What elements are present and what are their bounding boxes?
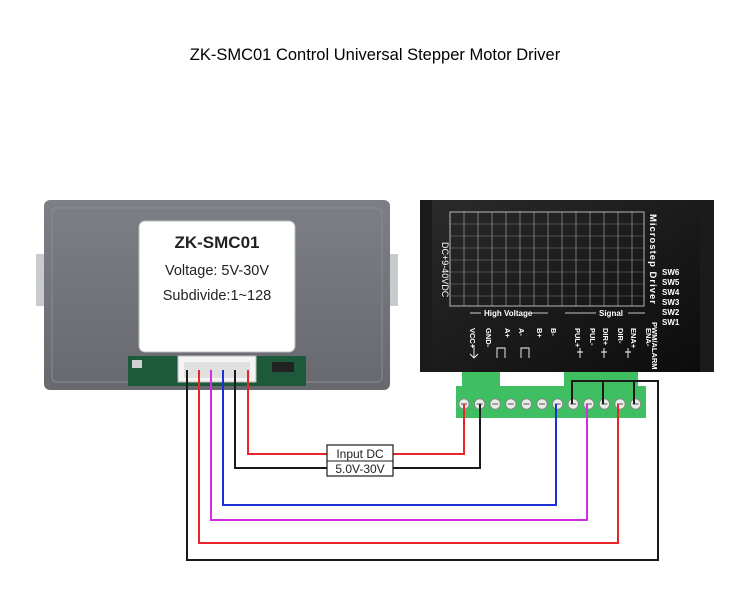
driver-supply-text: DC+9-40VDC xyxy=(440,242,450,298)
wire-pul-to-pul-minus xyxy=(222,370,557,506)
stepper-driver-module: DC+9-40VDC Microstep Driver SW6 SW5 SW4 … xyxy=(420,200,714,372)
terminal-label-b-plus: B+ xyxy=(535,328,544,338)
terminal-label-b-minus: B- xyxy=(549,328,558,336)
pin-label-dc-plus: DC+ xyxy=(269,307,284,334)
controller-module: ZK-SMC01 Voltage: 5V-30V Subdivide:1~128… xyxy=(36,200,398,390)
terminal-symbols xyxy=(469,345,631,359)
terminal-label-ena-plus: ENA+ xyxy=(629,328,638,349)
terminal-block-body xyxy=(456,386,646,418)
pwm-alarm-text: PWM/ALARM xyxy=(650,322,659,370)
controller-subdivide-text: Subdivide:1~128 xyxy=(163,288,271,304)
pin-label-gnd: GND xyxy=(154,307,169,336)
dip-switch-grid xyxy=(450,212,644,306)
wire-gnd-to-common xyxy=(186,370,659,561)
terminal-label-a-minus: A- xyxy=(517,328,526,336)
switch-label-sw4: SW4 xyxy=(662,288,680,297)
switch-label-sw3: SW3 xyxy=(662,298,680,307)
wire-en-to-ena-minus xyxy=(198,370,619,544)
controller-voltage-text: Voltage: 5V-30V xyxy=(165,263,269,279)
power-input-line1: Input DC xyxy=(336,447,384,461)
power-input-line2: 5.0V-30V xyxy=(335,462,384,476)
driver-housing xyxy=(432,200,700,372)
terminal-block xyxy=(456,372,646,418)
switch-label-sw6: SW6 xyxy=(662,268,680,277)
terminal-block-left-top xyxy=(462,372,500,388)
dip-switch-table xyxy=(449,211,645,307)
terminal-label-pul-minus: PUL- xyxy=(588,328,597,346)
diagram-title: ZK-SMC01 Control Universal Stepper Motor… xyxy=(189,46,561,64)
pin-label-pul: PUL xyxy=(223,307,238,333)
terminal-label-gnd-minus: GND- xyxy=(484,328,493,348)
terminal-label-dir-minus: DIR- xyxy=(616,328,625,344)
pin-label-dir: DIR xyxy=(200,307,215,330)
power-input-box: Input DC 5.0V-30V xyxy=(326,444,394,477)
controller-label-sticker xyxy=(138,220,296,353)
controller-model-text: ZK-SMC01 xyxy=(174,233,259,252)
controller-side-tab-right xyxy=(388,254,398,306)
group-label-signal: Signal xyxy=(599,309,623,318)
terminal-label-pul-plus: PUL+ xyxy=(573,328,582,348)
switch-label-sw5: SW5 xyxy=(662,278,680,287)
controller-side-tab-left xyxy=(36,254,46,306)
pin-label-dc-minus: DC- xyxy=(246,307,261,330)
pin-label-en: EN xyxy=(177,307,192,325)
wire-dir-to-dir-minus xyxy=(210,370,588,521)
group-label-high-voltage: High Voltage xyxy=(484,309,533,318)
terminal-label-a-plus: A+ xyxy=(503,328,512,338)
terminal-label-dir-plus: DIR+ xyxy=(601,328,610,346)
switch-label-sw1: SW1 xyxy=(662,318,680,327)
driver-name-text: Microstep Driver xyxy=(647,214,658,305)
switch-label-sw2: SW2 xyxy=(662,308,680,317)
terminal-label-vcc-plus: VCC+ xyxy=(468,328,477,349)
terminal-label-ena-minus: ENA- xyxy=(644,328,653,347)
